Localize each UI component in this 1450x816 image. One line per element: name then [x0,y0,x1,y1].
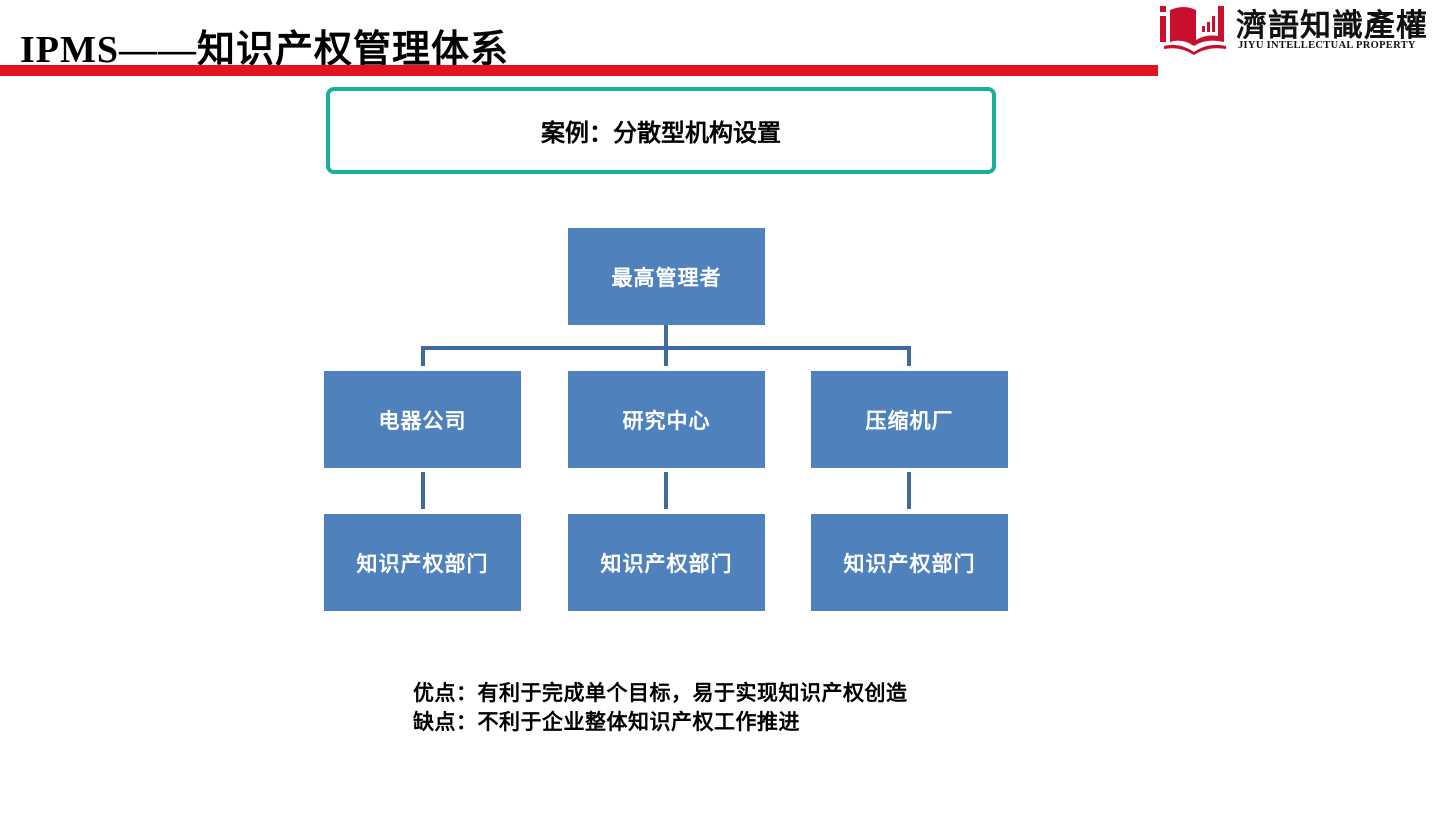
node-division-3: 压缩机厂 [811,371,1008,468]
pros-cons-notes: 优点：有利于完成单个目标，易于实现知识产权创造 缺点：不利于企业整体知识产权工作… [413,678,908,736]
case-title-box: 案例：分散型机构设置 [326,87,996,174]
node-ip-dept-3: 知识产权部门 [811,514,1008,611]
node-division-2: 研究中心 [568,371,765,468]
node-ip-dept-1: 知识产权部门 [324,514,521,611]
page-title: IPMS——知识产权管理体系 [20,29,510,71]
title-underline-bar [0,65,1158,76]
logo-english-text: JIYU INTELLECTUAL PROPERTY [1238,40,1416,51]
node-top-manager: 最高管理者 [568,228,765,325]
logo-chinese-text: 濟語知識產權 [1236,8,1428,44]
book-logo-icon [1160,6,1226,55]
node-ip-dept-2: 知识产权部门 [568,514,765,611]
pros-text: 优点：有利于完成单个目标，易于实现知识产权创造 [413,680,908,705]
cons-text: 缺点：不利于企业整体知识产权工作推进 [413,709,800,734]
node-division-1: 电器公司 [324,371,521,468]
company-logo: 濟語知識產權 JIYU INTELLECTUAL PROPERTY [1158,0,1450,58]
